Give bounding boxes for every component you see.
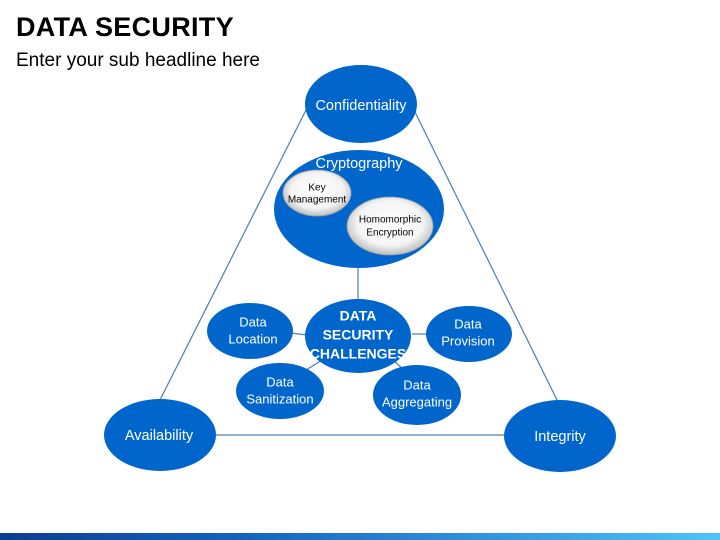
- homomorphic-encryption-node: Homomorphic Encryption: [346, 196, 434, 256]
- data-aggregating-node: Data Aggregating: [373, 365, 461, 425]
- integrity-label: Integrity: [534, 429, 586, 445]
- key-management-node: Key Management: [282, 169, 352, 217]
- key-management-line2: Management: [288, 195, 347, 206]
- data-provision-node: Data Provision: [426, 306, 512, 362]
- slide-title: DATA SECURITY: [16, 12, 234, 42]
- data-aggregating-line2: Aggregating: [382, 394, 452, 409]
- center-line1: DATA: [340, 308, 377, 324]
- data-sanitization-line1: Data: [266, 374, 294, 389]
- homomorphic-line1: Homomorphic: [359, 215, 421, 226]
- slide-subtitle: Enter your sub headline here: [16, 50, 260, 71]
- confidentiality-label: Confidentiality: [315, 98, 407, 114]
- data-sanitization-line2: Sanitization: [246, 391, 313, 406]
- center-line3: CHALLENGES: [310, 346, 406, 362]
- availability-label: Availability: [125, 428, 194, 444]
- connector-confidentiality-integrity: [412, 107, 559, 403]
- center-line2: SECURITY: [323, 327, 394, 343]
- integrity-node: Integrity: [504, 400, 616, 472]
- connector-location-center: [290, 332, 308, 336]
- data-sanitization-node: Data Sanitization: [236, 363, 324, 419]
- footer-gradient-bar: [0, 533, 720, 540]
- data-location-line1: Data: [239, 314, 267, 329]
- homomorphic-line2: Encryption: [366, 228, 413, 239]
- triangle-connectors: [159, 107, 559, 436]
- data-security-challenges-node: DATA SECURITY CHALLENGES: [305, 299, 411, 373]
- data-aggregating-line1: Data: [403, 377, 431, 392]
- cryptography-label: Cryptography: [315, 156, 403, 172]
- data-provision-line2: Provision: [441, 333, 494, 348]
- data-location-node: Data Location: [207, 303, 293, 359]
- data-location-line2: Location: [228, 331, 277, 346]
- availability-node: Availability: [104, 399, 216, 471]
- key-management-line1: Key: [308, 183, 325, 194]
- connector-confidentiality-availability: [159, 107, 308, 401]
- data-provision-line1: Data: [454, 316, 482, 331]
- confidentiality-node: Confidentiality: [305, 65, 417, 143]
